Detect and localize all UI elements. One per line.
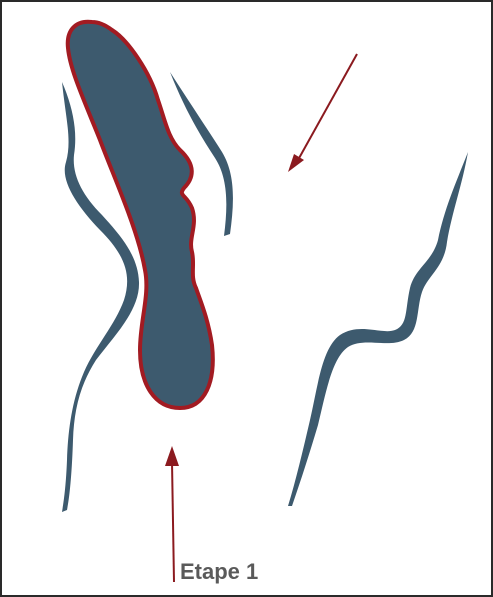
bottom-arrow-head	[165, 446, 179, 466]
right-fissure-line	[288, 152, 468, 506]
bottom-arrow	[165, 446, 179, 582]
top-right-arrow	[288, 54, 357, 172]
top-right-arrow-head	[288, 154, 304, 172]
bottom-arrow-shaft	[172, 462, 174, 582]
step-caption: Etape 1	[180, 558, 258, 586]
top-right-arrow-shaft	[298, 54, 357, 160]
